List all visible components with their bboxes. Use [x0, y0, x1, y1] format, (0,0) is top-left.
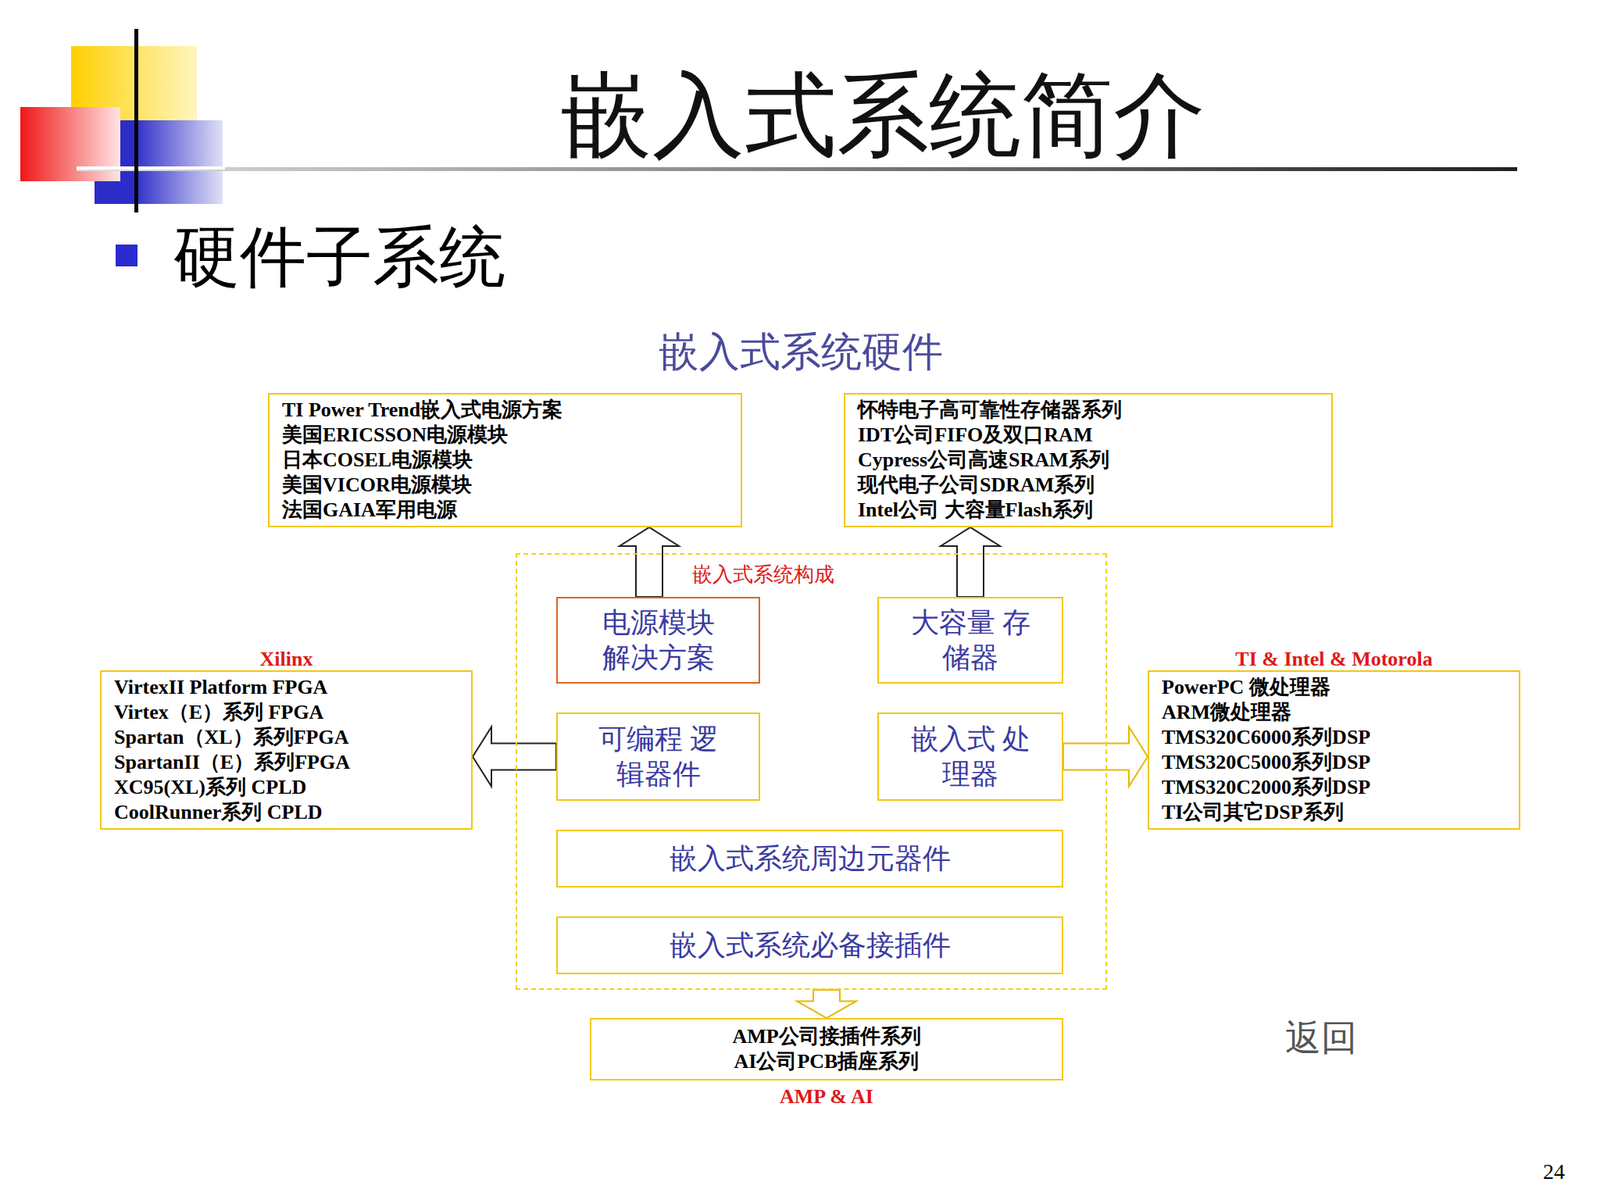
product-line: AMP公司接插件系列: [732, 1024, 921, 1050]
product-list-box: TI Power Trend嵌入式电源方案美国ERICSSON电源模块日本COS…: [267, 392, 743, 528]
product-line: PowerPC 微处理器: [1161, 675, 1331, 700]
product-line: 美国VICOR电源模块: [282, 472, 472, 498]
vendor-heading: Xilinx: [101, 647, 472, 672]
product-line: Intel公司 大容量Flash系列: [857, 497, 1093, 523]
module-name: 嵌入式系统周边元器件: [669, 841, 951, 877]
module-name: 可编程 逻辑器件: [593, 721, 724, 793]
decor-rule: [76, 166, 225, 170]
product-line: 法国GAIA军用电源: [282, 497, 458, 523]
product-line: 现代电子公司SDRAM系列: [857, 472, 1095, 498]
diagram-heading: 嵌入式系统硬件: [658, 332, 943, 373]
module-box: 可编程 逻辑器件: [556, 712, 761, 801]
bullet-heading: 硬件子系统: [173, 224, 506, 291]
product-line: 怀特电子高可靠性存储器系列: [857, 397, 1122, 423]
product-line: XC95(XL)系列 CPLD: [114, 775, 307, 800]
decor-rule: [134, 28, 139, 213]
vendor-heading: AMP & AI: [591, 1085, 1062, 1109]
vendor-heading: TI & Intel & Motorola: [1149, 647, 1519, 672]
module-box: 嵌入式系统必备接插件: [556, 916, 1064, 975]
product-list-box: XilinxVirtexII Platform FPGAVirtex（E）系列 …: [100, 670, 473, 830]
block-arrow: [619, 527, 679, 597]
block-arrow: [796, 989, 857, 1018]
module-name: 嵌入式系统必备接插件: [669, 928, 951, 964]
module-name: 电源模块 解决方案: [593, 605, 724, 676]
product-line: ARM微处理器: [1161, 700, 1292, 725]
group-label: 嵌入式系统构成: [692, 560, 835, 589]
bullet-square: [115, 244, 138, 267]
product-line: TI Power Trend嵌入式电源方案: [282, 397, 563, 423]
block-arrow: [472, 727, 557, 787]
product-line: VirtexII Platform FPGA: [114, 675, 328, 700]
product-line: SpartanII（E）系列FPGA: [114, 750, 350, 775]
product-list-box: AMP公司接插件系列AI公司PCB插座系列AMP & AI: [589, 1017, 1064, 1081]
module-box: 嵌入式系统周边元器件: [556, 829, 1064, 888]
block-arrow: [1063, 727, 1148, 787]
module-box: 电源模块 解决方案: [556, 596, 761, 684]
product-line: 美国ERICSSON电源模块: [282, 422, 508, 448]
module-box: 嵌入式 处理器: [877, 712, 1064, 801]
module-name: 嵌入式 处理器: [905, 721, 1036, 793]
product-line: TMS320C2000系列DSP: [1161, 775, 1371, 800]
product-line: Spartan（XL）系列FPGA: [114, 725, 349, 750]
product-list-box: TI & Intel & MotorolaPowerPC 微处理器ARM微处理器…: [1147, 670, 1521, 830]
product-list-box: 怀特电子高可靠性存储器系列IDT公司FIFO及双口RAMCypress公司高速S…: [843, 392, 1333, 528]
product-line: 日本COSEL电源模块: [282, 447, 473, 473]
product-line: IDT公司FIFO及双口RAM: [857, 422, 1093, 448]
title-rule: [76, 167, 1518, 172]
product-line: TI公司其它DSP系列: [1161, 800, 1344, 825]
product-line: AI公司PCB插座系列: [734, 1049, 920, 1075]
slide-title: 嵌入式系统简介: [560, 70, 1206, 163]
system-group: 嵌入式系统构成电源模块 解决方案 大容量 存储器可编程 逻辑器件 嵌入式 处理器嵌入…: [515, 553, 1108, 990]
product-line: Virtex（E）系列 FPGA: [114, 700, 324, 725]
product-line: Cypress公司高速SRAM系列: [857, 447, 1110, 473]
block-arrow: [940, 527, 1000, 597]
page-number: 24: [1542, 1160, 1565, 1183]
product-line: CoolRunner系列 CPLD: [114, 800, 323, 825]
return-link: 返回: [1285, 1020, 1358, 1057]
module-name: 大容量 存储器: [905, 605, 1036, 676]
product-line: TMS320C5000系列DSP: [1161, 750, 1371, 775]
product-line: TMS320C6000系列DSP: [1161, 725, 1371, 750]
module-box: 大容量 存储器: [877, 596, 1064, 684]
